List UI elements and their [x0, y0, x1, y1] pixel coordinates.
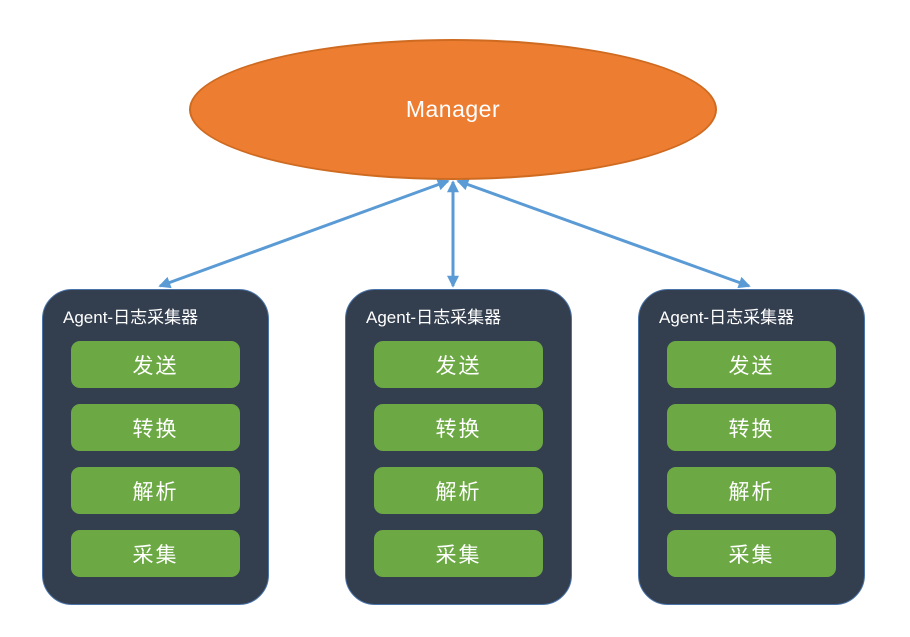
module-collect: 采集 [71, 530, 240, 577]
agent-node-2: Agent-日志采集器 发送 转换 解析 采集 [345, 289, 572, 605]
module-parse: 解析 [374, 467, 543, 514]
agent-title: Agent-日志采集器 [659, 308, 795, 327]
manager-node: Manager [189, 39, 717, 180]
module-parse: 解析 [667, 467, 836, 514]
module-send: 发送 [374, 341, 543, 388]
agent-title: Agent-日志采集器 [366, 308, 502, 327]
arrow-manager-agent-right [456, 178, 751, 289]
module-transform: 转换 [667, 404, 836, 451]
manager-label: Manager [405, 96, 501, 122]
agent-node-3: Agent-日志采集器 发送 转换 解析 采集 [638, 289, 865, 605]
arrow-manager-agent-left [158, 178, 450, 289]
module-collect: 采集 [667, 530, 836, 577]
agent-title: Agent-日志采集器 [63, 308, 199, 327]
module-send: 发送 [71, 341, 240, 388]
module-send: 发送 [667, 341, 836, 388]
module-collect: 采集 [374, 530, 543, 577]
module-parse: 解析 [71, 467, 240, 514]
agent-node-1: Agent-日志采集器 发送 转换 解析 采集 [42, 289, 269, 605]
module-transform: 转换 [374, 404, 543, 451]
module-transform: 转换 [71, 404, 240, 451]
